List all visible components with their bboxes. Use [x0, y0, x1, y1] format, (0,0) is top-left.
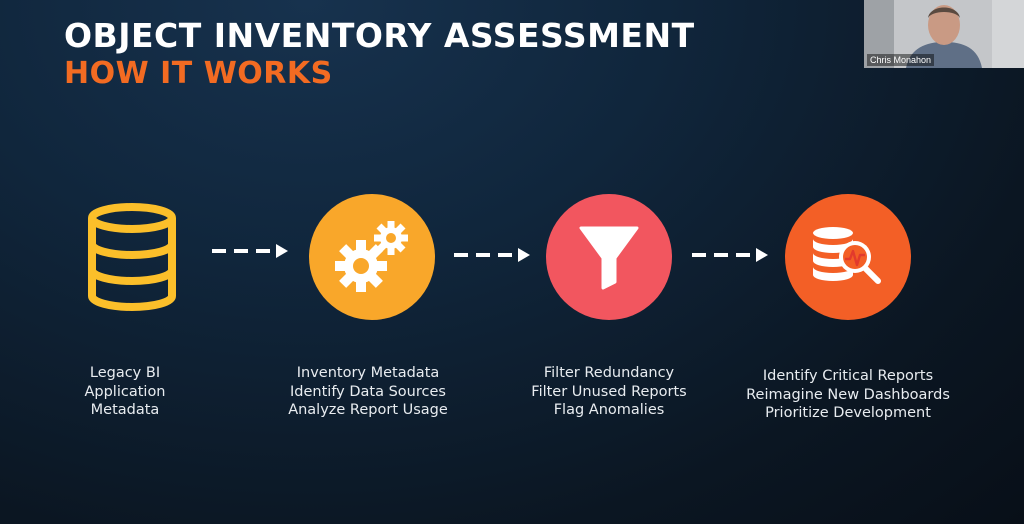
- caption-line: Legacy BI: [15, 364, 235, 383]
- gears-circle: [309, 194, 435, 320]
- caption-line: Identify Data Sources: [258, 383, 478, 402]
- slide-title: OBJECT INVENTORY ASSESSMENT: [64, 18, 695, 54]
- database-icon: [86, 203, 178, 311]
- caption-line: Inventory Metadata: [258, 364, 478, 383]
- caption-line: Filter Unused Reports: [499, 383, 719, 402]
- step-1-caption: Legacy BI Application Metadata: [15, 364, 235, 420]
- participant-video-tile[interactable]: Chris Monahon: [864, 0, 1024, 68]
- caption-line: Flag Anomalies: [499, 401, 719, 420]
- funnel-icon: [579, 222, 639, 292]
- gears-icon: [327, 212, 417, 302]
- caption-line: Analyze Report Usage: [258, 401, 478, 420]
- step-4-caption: Identify Critical Reports Reimagine New …: [735, 367, 961, 423]
- flow-arrow-2: [454, 248, 534, 262]
- caption-line: Metadata: [15, 401, 235, 420]
- caption-line: Application: [15, 383, 235, 402]
- step-2-caption: Inventory Metadata Identify Data Sources…: [258, 364, 478, 420]
- flow-arrow-3: [692, 248, 772, 262]
- caption-line: Prioritize Development: [735, 404, 961, 423]
- database-analytics-icon: [805, 217, 891, 297]
- caption-line: Identify Critical Reports: [735, 367, 961, 386]
- step-3-caption: Filter Redundancy Filter Unused Reports …: [499, 364, 719, 420]
- analytics-circle: [785, 194, 911, 320]
- caption-line: Filter Redundancy: [499, 364, 719, 383]
- caption-line: Reimagine New Dashboards: [735, 386, 961, 405]
- funnel-circle: [546, 194, 672, 320]
- flow-arrow-1: [212, 244, 292, 258]
- participant-name-label: Chris Monahon: [867, 54, 934, 66]
- slide-subtitle: HOW IT WORKS: [64, 56, 333, 92]
